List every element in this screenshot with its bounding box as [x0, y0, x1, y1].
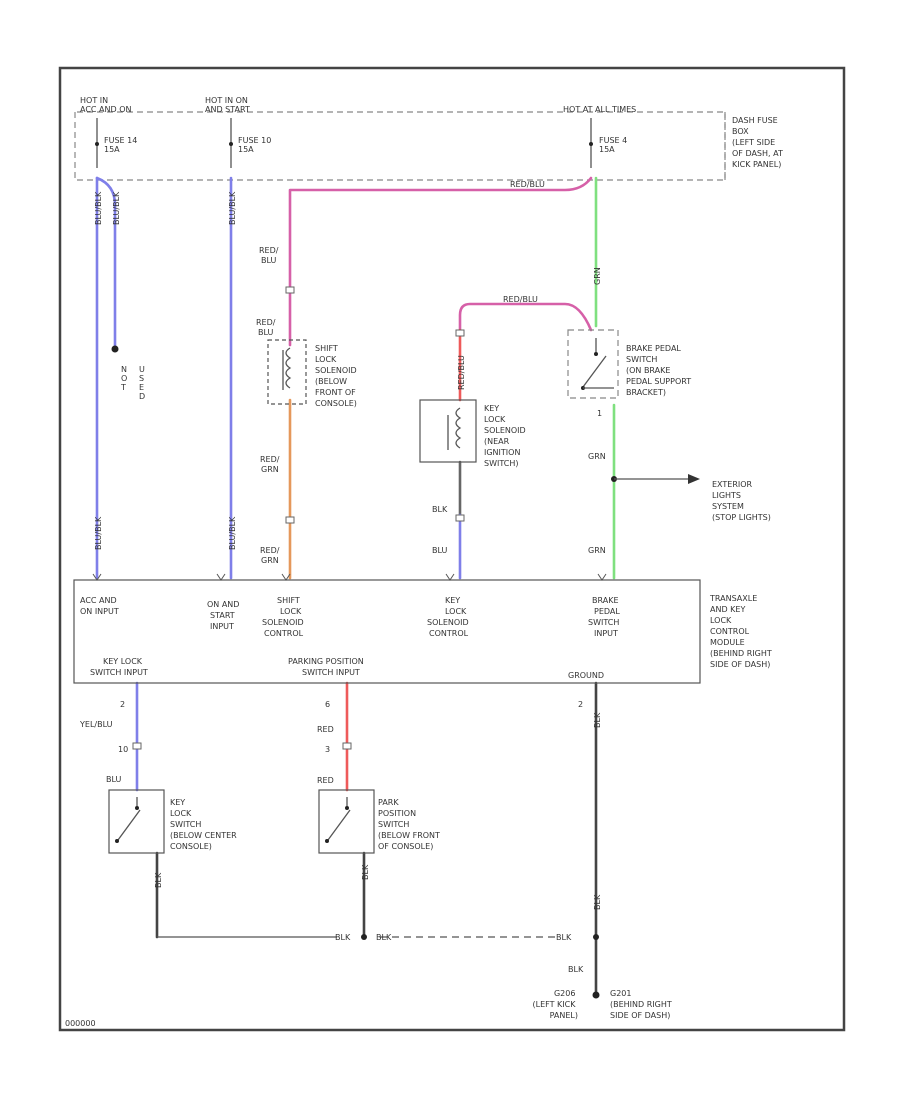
label-blk-v: BLK: [154, 872, 163, 888]
label-red-blu-a: RED/BLU: [259, 246, 279, 265]
svg-text:S: S: [139, 374, 144, 383]
svg-text:U: U: [139, 365, 145, 374]
svg-text:E: E: [139, 383, 144, 392]
arrow-exterior-lights: [688, 474, 700, 484]
label-red-blu-top: RED/BLU: [510, 180, 545, 189]
label-blk-h3: BLK: [556, 933, 572, 942]
not-used-label: N O T U S E D: [120, 365, 145, 401]
label-blk-a: BLK: [432, 505, 448, 514]
shift-lock-solenoid: SHIFT LOCK SOLENOID (BELOW FRONT OF CONS…: [267, 339, 359, 408]
svg-text:N: N: [121, 365, 127, 374]
ground-g206-label: G206 (LEFT KICK PANEL): [532, 989, 578, 1020]
label-red-b: RED: [317, 776, 334, 785]
label-red-blu-b: RED/BLU: [256, 318, 276, 337]
svg-text:O: O: [121, 374, 127, 383]
connector-marks: [132, 286, 465, 750]
pin-ground: 2: [578, 700, 583, 709]
wire-color-labels: BLU/BLK BLU/BLK BLU/BLK BLU/BLK BLU/BLK …: [79, 180, 606, 974]
label-grn-a: GRN: [588, 452, 606, 461]
label-blu-b: BLU: [106, 775, 122, 784]
pin-key-lock-b: 10: [118, 745, 128, 754]
label-blk-h1: BLK: [335, 933, 351, 942]
ground-terminal: [592, 991, 600, 999]
key-lock-solenoid-label: KEY LOCK SOLENOID (NEAR IGNITION SWITCH): [484, 404, 528, 468]
ground-splice-dot-right: [593, 934, 599, 940]
label-blk-h2: BLK: [376, 933, 392, 942]
module-name-label: TRANSAXLE AND KEY LOCK CONTROL MODULE (B…: [709, 594, 774, 669]
wire-red-blu-mid: [458, 302, 593, 332]
pin-numbers: 1 2 10 6 3 2: [118, 409, 602, 754]
svg-text:D: D: [139, 392, 145, 401]
label-red-blu-v: RED/BLU: [457, 355, 466, 390]
park-position-switch-label: PARK POSITION SWITCH (BELOW FRONT OF CON…: [378, 798, 442, 851]
label-blu-blk-3: BLU/BLK: [228, 191, 237, 225]
pin-brake: 1: [597, 409, 602, 418]
brake-pedal-switch: BRAKE PEDAL SWITCH (ON BRAKE PEDAL SUPPO…: [567, 329, 694, 399]
pin-park-b: 3: [325, 745, 330, 754]
fuse-box-location-label: DASH FUSE BOX (LEFT SIDE OF DASH, AT KIC…: [732, 116, 785, 169]
key-lock-switch-label: KEY LOCK SWITCH (BELOW CENTER CONSOLE): [170, 798, 239, 851]
label-blk-v3: BLK: [593, 712, 602, 728]
label-blk-v2: BLK: [361, 864, 370, 880]
module-pin-markers: [92, 573, 607, 581]
shift-lock-solenoid-label: SHIFT LOCK SOLENOID (BELOW FRONT OF CONS…: [315, 344, 359, 408]
pin-key-lock-a: 2: [120, 700, 125, 709]
wire-blu-blk-not-used: [95, 176, 117, 350]
exterior-lights-label: EXTERIOR LIGHTS SYSTEM (STOP LIGHTS): [712, 480, 771, 522]
diagram-frame: [58, 66, 846, 1032]
label-grn-b: GRN: [588, 546, 606, 555]
key-lock-switch: KEY LOCK SWITCH (BELOW CENTER CONSOLE): [108, 789, 239, 854]
hot-label-all-times: HOT AT ALL TIMES: [563, 105, 636, 114]
ground-splice-dot: [361, 934, 367, 940]
label-blu-a: BLU: [432, 546, 448, 555]
label-red-grn-b: RED/GRN: [260, 546, 280, 565]
wire-red-blu-top: [288, 176, 593, 347]
label-red-a: RED: [317, 725, 334, 734]
label-blk-bottom: BLK: [568, 965, 584, 974]
label-yel-blu: YEL/BLU: [79, 720, 113, 729]
ground-g201-label: G201 (BEHIND RIGHT SIDE OF DASH): [610, 989, 674, 1020]
label-blu-blk-1: BLU/BLK: [94, 191, 103, 225]
label-grn-v: GRN: [593, 267, 602, 285]
footer-code: 000000: [65, 1019, 96, 1028]
svg-text:T: T: [120, 383, 126, 392]
label-red-grn-a: RED/GRN: [260, 455, 280, 474]
label-blu-blk-2: BLU/BLK: [112, 191, 121, 225]
not-used-terminal: [111, 345, 119, 353]
park-position-switch: PARK POSITION SWITCH (BELOW FRONT OF CON…: [318, 789, 442, 854]
label-red-blu-mid: RED/BLU: [503, 295, 538, 304]
label-blk-h4: BLK: [593, 894, 602, 910]
label-blu-blk-4: BLU/BLK: [94, 516, 103, 550]
module-input-ground: GROUND: [568, 671, 604, 680]
brake-pedal-switch-label: BRAKE PEDAL SWITCH (ON BRAKE PEDAL SUPPO…: [626, 344, 694, 397]
key-lock-solenoid: KEY LOCK SOLENOID (NEAR IGNITION SWITCH): [419, 399, 528, 468]
label-blu-blk-5: BLU/BLK: [228, 516, 237, 550]
pin-park-a: 6: [325, 700, 330, 709]
